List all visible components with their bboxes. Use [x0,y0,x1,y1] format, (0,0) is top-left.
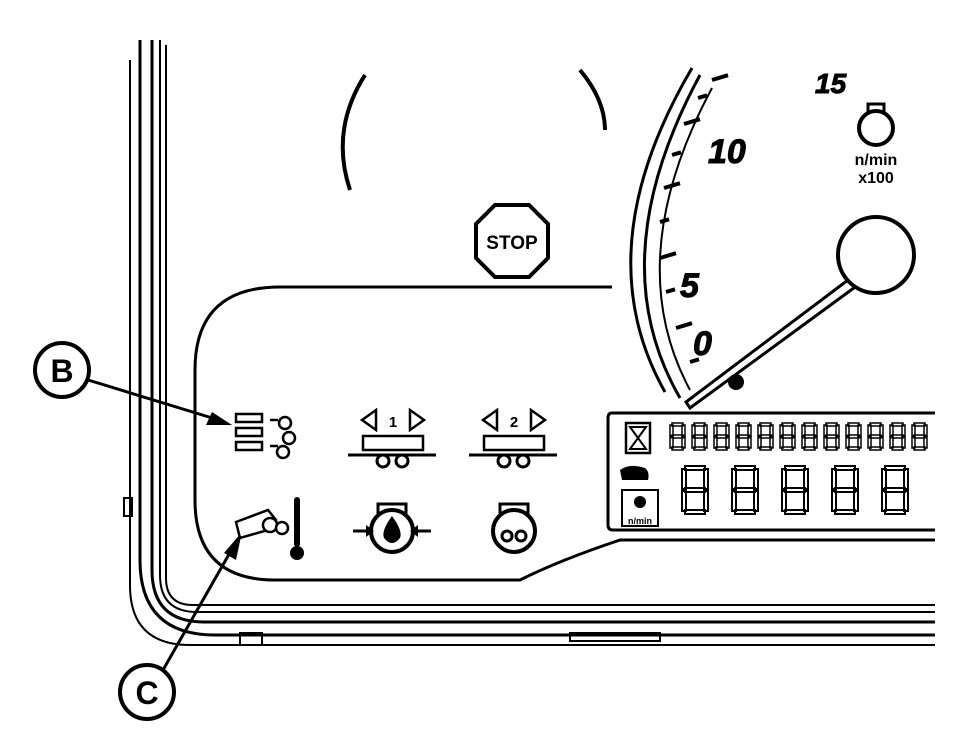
right-arc [578,68,607,131]
callout-b: B [33,341,232,425]
scale-label-15: 15 [815,68,847,99]
lcd-rpm-label: n/min [628,516,652,526]
gauge-tick [675,321,693,330]
gauge-tick [671,150,682,157]
indicator-panel [193,285,935,582]
engine-oil-pressure-icon [353,502,431,554]
gauge-needle [683,215,916,411]
gauge-tick [659,217,670,224]
gauge-tick [689,357,700,364]
gauge-tick [683,117,701,126]
cluster-bezel [123,40,935,646]
trailer-2-indicator-icon: 2 [469,407,557,469]
callout-c: C [118,532,242,721]
gauge-tick [663,181,681,190]
stop-sign-icon: STOP [474,203,550,279]
scale-label-0: 0 [693,325,712,363]
lcd-display: n/min [606,411,935,532]
callout-b-label: B [50,353,73,389]
tractor-icon [620,465,649,480]
callout-c-label: C [135,675,158,711]
rpm-unit-icon: n/min x100 [855,102,898,187]
gauge-tick [665,287,676,294]
gauge-ticks [659,73,729,364]
glow-plug-icon [491,502,537,554]
stop-label: STOP [486,233,538,254]
hourglass-icon [624,421,652,455]
left-arc [340,73,367,191]
coolant-temperature-icon [234,497,304,560]
trailer-2-label: 2 [510,414,518,431]
scale-label-10: 10 [708,133,746,171]
gauge-tick [697,93,708,100]
gauge-tick [659,251,677,260]
unit-line-1: n/min [855,152,898,169]
indicator-b-icon [234,412,297,460]
trailer-1-label: 1 [389,414,397,431]
trailer-1-indicator-icon: 1 [348,407,436,469]
rpm-icon: n/min [621,489,659,527]
scale-label-5: 5 [680,267,700,305]
callout-c-icon [118,663,176,721]
engine-speed-gauge: 0 5 10 15 [629,67,847,399]
gauge-tick [711,73,729,82]
needle-hub [836,215,916,295]
unit-line-2: x100 [858,170,894,187]
callout-b-icon [33,341,91,399]
